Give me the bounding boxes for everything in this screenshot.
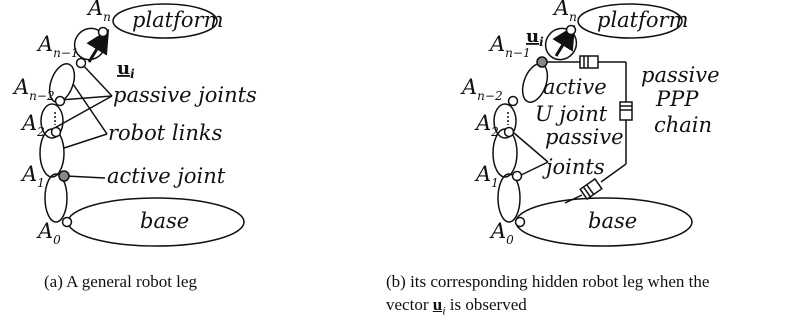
platform-label: platform — [132, 8, 224, 32]
joint-A1-b — [511, 170, 523, 182]
prismatic-joint-1 — [579, 55, 599, 69]
leader-passive-b-2 — [516, 161, 549, 178]
leader-passive-2 — [59, 95, 113, 101]
platform-ellipse — [112, 3, 218, 39]
svg-text:An−2: An−2 — [12, 75, 55, 103]
joint-An1-b-active — [536, 56, 548, 68]
ppp-label: PPP — [655, 87, 699, 111]
link-n2-b — [493, 103, 517, 139]
leader-links-1 — [72, 83, 108, 135]
u-joint-label: U joint — [535, 102, 608, 126]
label-An-b: A — [552, 0, 569, 20]
label-An: A — [86, 0, 103, 20]
caption-b-post: is observed — [445, 295, 527, 314]
u-vector-label-b: u — [526, 26, 539, 47]
svg-text:ui: ui — [117, 58, 135, 81]
caption-a: (a) A general robot leg — [44, 272, 197, 291]
caption-b-line2: vector ui is observed — [386, 295, 527, 318]
chain-label: chain — [654, 113, 712, 137]
label-A2-b: A — [474, 111, 491, 135]
prismatic-joint-3 — [579, 177, 603, 201]
joint-A1-active — [58, 170, 70, 182]
label-A1: A — [20, 162, 37, 186]
joint-An — [97, 26, 109, 38]
figure-b — [492, 3, 693, 247]
svg-text:An−1: An−1 — [488, 32, 531, 60]
platform-label-b: platform — [597, 8, 689, 32]
label-A1-b: A — [474, 162, 491, 186]
base-label: base — [140, 209, 189, 233]
caption-b-line1: (b) its corresponding hidden robot leg w… — [386, 272, 710, 291]
joint-A2 — [50, 126, 62, 138]
joint-A0 — [61, 216, 73, 228]
svg-text:A2: A2 — [474, 111, 499, 139]
joint-An-b — [565, 24, 577, 36]
label-An1-b: A — [488, 32, 505, 56]
link-1-b — [497, 173, 521, 223]
leader-passive-3 — [50, 95, 113, 131]
prismatic-joint-2 — [619, 101, 633, 121]
svg-text:A2: A2 — [20, 111, 45, 139]
label-An2-b: A — [460, 75, 477, 99]
passive-label-1: passive — [641, 63, 720, 87]
svg-text:An: An — [552, 0, 577, 24]
link-1 — [44, 173, 68, 223]
figure-b-labels: An platform ui An−1 passive active An−2 … — [460, 0, 720, 247]
label-An2: A — [12, 75, 29, 99]
passive-label-2: passive — [545, 125, 624, 149]
joint-A2-b — [503, 126, 515, 138]
svg-text:An−1: An−1 — [36, 32, 79, 60]
svg-text:A1: A1 — [20, 162, 45, 190]
label-An1: A — [36, 32, 53, 56]
robot-links-label: robot links — [108, 121, 223, 145]
ppp-line-bottom — [564, 194, 583, 204]
svg-text:A0: A0 — [36, 219, 61, 247]
joint-An2 — [54, 95, 66, 107]
leader-links-2 — [63, 133, 108, 149]
link-n2 — [40, 103, 64, 139]
svg-text:ui: ui — [526, 26, 544, 49]
joint-A0-b — [514, 216, 526, 228]
label-A0-b: A — [489, 219, 506, 243]
joint-An2-b — [507, 95, 519, 107]
figure-a — [39, 3, 245, 247]
platform-ellipse-b — [577, 3, 683, 39]
caption-b-u: u — [432, 295, 443, 314]
u-vector-label: u — [117, 58, 130, 79]
label-A0: A — [36, 219, 53, 243]
figure-a-labels: An platform An−1 ui An−2 passive joints … — [12, 0, 257, 247]
svg-text:An: An — [86, 0, 111, 24]
svg-text:A1: A1 — [474, 162, 499, 190]
leader-passive-b-1 — [513, 132, 549, 163]
label-A2: A — [20, 111, 37, 135]
joints-label: joints — [542, 155, 605, 179]
joint-An1 — [75, 57, 87, 69]
active-label: active — [543, 75, 607, 99]
caption-b-i: i — [442, 303, 446, 318]
leader-passive-1 — [80, 62, 113, 97]
u-arrow — [86, 28, 110, 63]
ppp-line-diag — [600, 163, 627, 183]
active-joint-label: active joint — [107, 164, 226, 188]
caption-b-pre: vector — [386, 295, 433, 314]
base-label-b: base — [588, 209, 637, 233]
svg-text:An−2: An−2 — [460, 75, 503, 103]
passive-joints-label: passive joints — [113, 83, 257, 107]
svg-text:A0: A0 — [489, 219, 514, 247]
leader-active — [65, 175, 106, 179]
